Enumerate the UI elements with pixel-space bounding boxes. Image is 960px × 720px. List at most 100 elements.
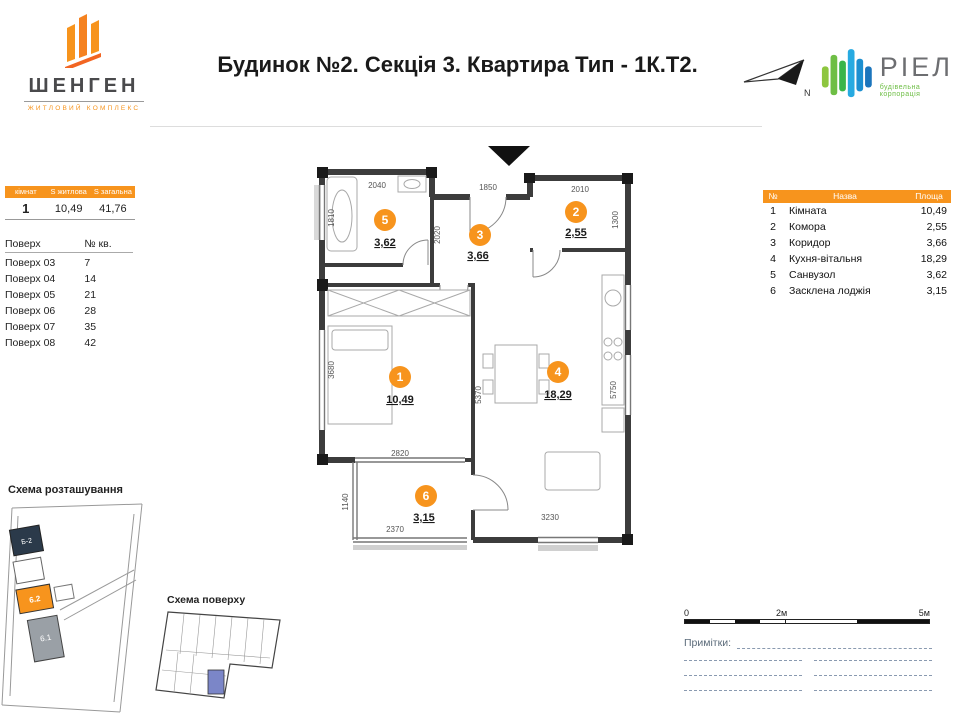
- windows: [314, 185, 632, 551]
- room-num: 5: [770, 269, 776, 281]
- summary-col-rooms: кімнат: [14, 187, 37, 196]
- block-61: [26, 614, 65, 663]
- svg-text:3230: 3230: [541, 513, 559, 522]
- svg-text:1300: 1300: [611, 211, 620, 229]
- svg-text:2020: 2020: [433, 226, 442, 244]
- block-small: [53, 583, 75, 602]
- room-2-marker: [565, 201, 587, 223]
- scale-labels: 0 2м 5м: [684, 608, 930, 619]
- block-61-label: 6.1: [39, 633, 52, 644]
- svg-text:5370: 5370: [474, 386, 483, 404]
- rooms-col-area: Площа: [915, 191, 943, 201]
- svg-text:5: 5: [382, 213, 389, 227]
- notes-line: [684, 649, 802, 661]
- unit-divisions: [161, 613, 271, 695]
- floorplate-outline: [155, 611, 281, 699]
- room-2-area: 2,55: [565, 227, 586, 239]
- room-name: Кімната: [789, 205, 827, 217]
- block-b2-label: Б-2: [21, 538, 33, 547]
- page-title: Будинок №2. Секція 3. Квартира Тип - 1К.…: [217, 52, 698, 77]
- room-3-marker: [469, 224, 491, 246]
- rooms-row: 1 Кімната 10,49: [763, 203, 951, 219]
- scale-5m: 5м: [918, 608, 930, 618]
- brand-left-name: ШЕНГЕН: [28, 75, 140, 97]
- room-name: Коридор: [789, 237, 831, 249]
- north-label: N: [804, 88, 811, 98]
- location-scheme-map: Б-2 6.2 6.1: [0, 500, 150, 720]
- floors-col-floor: Поверх: [5, 238, 41, 250]
- notes-label: Примітки:: [684, 637, 731, 649]
- svg-text:6: 6: [423, 489, 430, 503]
- entrance-arrow-icon: [488, 146, 530, 166]
- notes-line: [684, 679, 802, 691]
- brand-right-name: РІЕЛ: [879, 52, 953, 82]
- structural-columns: [317, 167, 633, 545]
- shengen-buildings-icon: [65, 14, 101, 71]
- room-name: Засклена лоджія: [789, 285, 871, 297]
- room-4-marker: [547, 361, 569, 383]
- room-5-area: 3,62: [374, 237, 395, 249]
- apt-number: 21: [84, 289, 97, 301]
- svg-text:1140: 1140: [341, 493, 350, 511]
- floor-label: Поверх 06: [5, 305, 56, 317]
- svg-text:1850: 1850: [479, 183, 497, 192]
- room-4-area: 18,29: [544, 389, 572, 401]
- notes-line: [737, 637, 932, 649]
- highlighted-unit: [207, 669, 225, 695]
- svg-text:4: 4: [555, 365, 562, 379]
- streets: [1, 503, 143, 713]
- summary-total-value: 41,76: [99, 202, 127, 215]
- interior-walls: [322, 197, 628, 540]
- notes-line: [814, 679, 932, 691]
- apartment-floorplan: 2040 1850 2010 1810 2020 1300 3680 5370 …: [300, 140, 660, 575]
- floor-label: Поверх 07: [5, 321, 56, 333]
- rooms-col-num: №: [768, 191, 778, 201]
- svg-text:2: 2: [573, 205, 580, 219]
- floor-scheme-map: [150, 606, 288, 711]
- room-6-marker: [415, 485, 437, 507]
- svg-text:2010: 2010: [571, 185, 589, 194]
- room-num: 1: [770, 205, 776, 217]
- svg-text:1: 1: [397, 370, 404, 384]
- rooms-table-header: № Назва Площа: [763, 190, 951, 203]
- brand-left-subtitle: житловий комплекс: [27, 105, 141, 112]
- block-62-label: 6.2: [29, 594, 42, 605]
- room-name: Санвузол: [789, 269, 836, 281]
- summary-table-row: 1 10,49 41,76: [5, 198, 135, 220]
- room-area: 3,62: [926, 269, 947, 281]
- floor-label: Поверх 03: [5, 257, 56, 269]
- floor-label: Поверх 04: [5, 273, 56, 285]
- apt-number: 14: [84, 273, 97, 285]
- north-arrow: N: [742, 52, 820, 105]
- floors-row: Поверх 04 14: [5, 271, 133, 287]
- summary-table: кімнат S житлова S загальна 1 10,49 41,7…: [5, 186, 135, 220]
- riel-bars-icon: [821, 49, 872, 98]
- furniture: [326, 175, 625, 491]
- brand-left-rule: [24, 101, 144, 102]
- summary-rooms-value: 1: [22, 201, 30, 216]
- brand-riel: РІЕЛ будівельна корпорація: [820, 40, 960, 112]
- room-markers: 1 10,49 2 2,55 3 3,66 4 18,29 5 3,62 6 3…: [374, 201, 587, 524]
- rooms-col-name: Назва: [833, 191, 857, 201]
- notes-line: [684, 664, 802, 676]
- scale-bar-graphic: [684, 619, 930, 624]
- room-num: 4: [770, 253, 776, 265]
- room-area: 10,49: [920, 205, 947, 217]
- room-6-area: 3,15: [413, 512, 434, 524]
- room-3-area: 3,66: [467, 250, 488, 262]
- room-name: Комора: [789, 221, 826, 233]
- floor-scheme-title: Схема поверху: [167, 594, 246, 606]
- room-num: 2: [770, 221, 776, 233]
- room-5-marker: [374, 209, 396, 231]
- room-name: Кухня-вітальня: [789, 253, 863, 265]
- header-divider: [150, 126, 762, 127]
- floor-label: Поверх 05: [5, 289, 56, 301]
- summary-col-living: S житлова: [50, 187, 87, 196]
- room-num: 6: [770, 285, 776, 297]
- svg-text:1810: 1810: [327, 209, 336, 227]
